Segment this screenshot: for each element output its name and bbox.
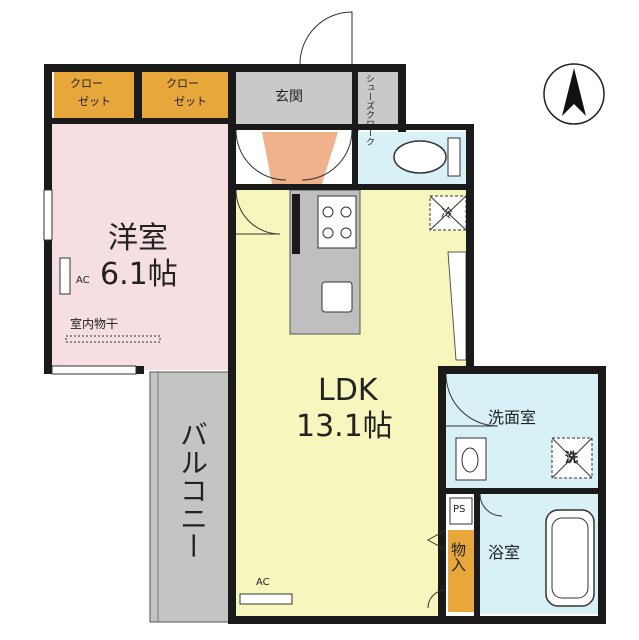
storage-area	[448, 530, 474, 612]
ps-label: PS	[453, 504, 466, 515]
western-room-area	[48, 122, 234, 370]
ac-label-ldk: AC	[256, 577, 270, 588]
fridge-label: 冷	[441, 206, 454, 220]
ldk-name: LDK	[318, 373, 378, 408]
western-room-size: 6.1帖	[100, 257, 178, 292]
north-arrow-icon	[543, 63, 605, 125]
western-room-name: 洋室	[108, 221, 168, 256]
shoe-closet-label: シューズクローク	[364, 74, 374, 146]
ldk-size: 13.1帖	[296, 409, 393, 444]
closet-label-1-line2: ゼット	[78, 95, 111, 108]
shoe-closet-area	[356, 70, 400, 126]
storage-label: 物入	[449, 542, 467, 572]
door-swings	[235, 11, 503, 609]
balcony-area	[149, 371, 241, 623]
bathtub	[545, 509, 595, 607]
closet-area-1	[54, 70, 134, 122]
kitchen-sink	[321, 281, 353, 313]
stove	[317, 195, 357, 249]
washer-label: 洗	[565, 451, 579, 466]
balcony-label: バルコニー	[176, 420, 209, 560]
ac-unit-ldk	[239, 593, 293, 605]
wash-basin	[455, 437, 487, 481]
toilet-icon	[393, 137, 461, 177]
indoor-drying-bar	[65, 335, 161, 343]
entrance-area	[234, 70, 352, 126]
closet-area-2	[142, 70, 228, 122]
entrance-label: 玄関	[275, 89, 303, 105]
closet-label-2-line2: ゼット	[174, 95, 207, 108]
indoor-drying-label: 室内物干	[70, 317, 119, 331]
ac-label-western: AC	[76, 275, 90, 286]
washroom-label: 洗面室	[488, 408, 537, 427]
entrance-floor	[262, 132, 338, 184]
ac-unit-western	[59, 257, 71, 295]
closet-label-2-line1: クロー	[166, 77, 199, 90]
closet-label-1-line1: クロー	[70, 77, 103, 90]
ps-box	[449, 497, 473, 525]
bath-label: 浴室	[488, 543, 521, 562]
